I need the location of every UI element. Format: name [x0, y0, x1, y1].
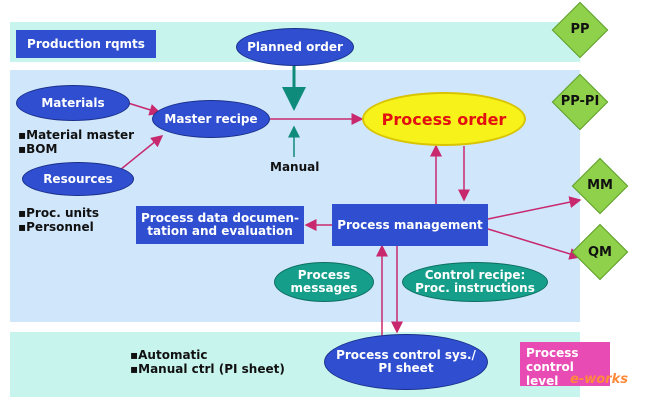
control-recipe-label-line1: Control recipe:	[424, 268, 526, 282]
process-messages-label-line1: Process	[297, 268, 351, 282]
process-management-label: Process management	[337, 217, 483, 232]
arrow-management-to-mm	[487, 196, 582, 220]
resources-list: ▪Proc. units ▪Personnel	[18, 206, 99, 234]
master-recipe-node: Master recipe	[152, 100, 270, 138]
planned-order-node: Planned order	[236, 28, 354, 66]
materials-node: Materials	[16, 85, 130, 121]
qm-label: QM	[588, 245, 612, 260]
process-order-node: Process order	[362, 92, 526, 146]
control-recipe-label-line2: Proc. instructions	[415, 281, 535, 295]
process-messages-node: Process messages	[274, 262, 374, 302]
pp-label: PP	[570, 22, 590, 37]
arrow-management-to-qm	[487, 228, 582, 260]
resources-node: Resources	[22, 162, 134, 196]
process-data-label-line1: Process data documen-	[140, 211, 300, 225]
process-order-label: Process order	[381, 109, 507, 129]
pc-level-line1: Process	[526, 346, 579, 360]
production-rqmts-label: Production rqmts	[27, 36, 145, 51]
control-recipe-node: Control recipe: Proc. instructions	[402, 262, 548, 302]
process-control-level-box: Process control level	[520, 342, 610, 388]
watermark: e-works	[570, 372, 628, 387]
arrow-materials-to-recipe	[127, 102, 162, 116]
materials-label: Materials	[41, 95, 105, 110]
process-control-sys-node: Process control sys./ PI sheet	[324, 334, 488, 390]
process-data-label-line2: tation and evaluation	[147, 224, 293, 238]
list-item: ▪Personnel	[18, 220, 94, 234]
manual-label: Manual	[270, 160, 320, 174]
mm-label: MM	[587, 178, 613, 193]
list-item: ▪BOM	[18, 142, 58, 156]
process-data-box: Process data documen- tation and evaluat…	[136, 206, 304, 244]
process-management-box: Process management	[332, 204, 488, 246]
materials-list: ▪Material master ▪BOM	[18, 128, 134, 156]
list-item: ▪Automatic	[130, 348, 208, 362]
pcs-label-line2: PI sheet	[378, 361, 434, 375]
list-item: ▪Manual ctrl (PI sheet)	[130, 362, 285, 376]
master-recipe-label: Master recipe	[164, 111, 258, 126]
pppi-label: PP-PI	[560, 94, 600, 109]
planned-order-label: Planned order	[247, 39, 343, 54]
process-messages-label-line2: messages	[290, 281, 358, 295]
pc-level-line2: control level	[526, 360, 574, 388]
list-item: ▪Proc. units	[18, 206, 100, 220]
list-item: ▪Material master	[18, 128, 135, 142]
arrow-resources-to-recipe	[119, 135, 164, 171]
resources-label: Resources	[43, 171, 113, 186]
production-rqmts-box: Production rqmts	[16, 30, 156, 58]
pcs-label-line1: Process control sys./	[336, 348, 476, 362]
control-list: ▪Automatic ▪Manual ctrl (PI sheet)	[130, 348, 285, 376]
